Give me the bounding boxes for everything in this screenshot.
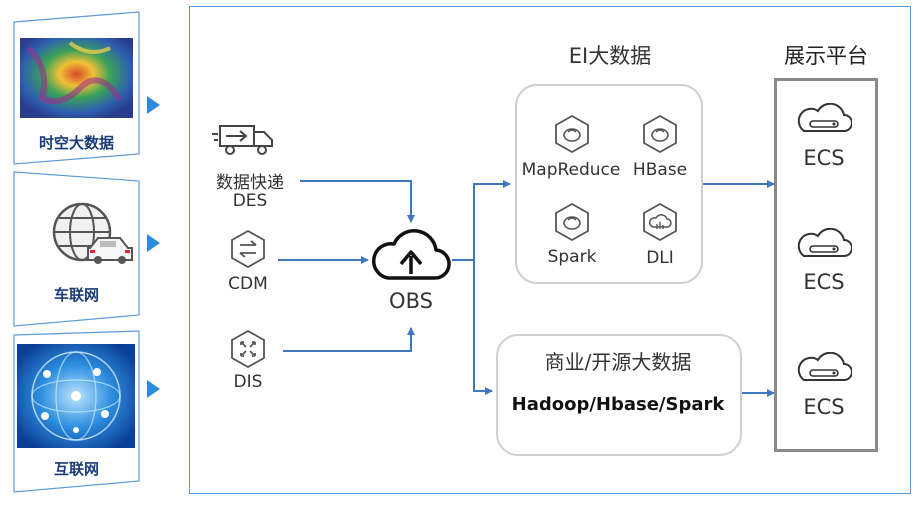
satellite-map-image	[20, 38, 133, 118]
des-label-cn: 数据快递	[216, 173, 284, 193]
cloud-server-icon	[797, 103, 852, 132]
commercial-title: 商业/开源大数据	[544, 350, 692, 374]
cloud-server-icon	[797, 352, 852, 381]
arrow-right-icon	[147, 234, 160, 252]
ei-services-box	[515, 84, 703, 284]
spark-icon	[555, 202, 589, 242]
commercial-bigdata-box	[496, 334, 742, 456]
source-label-internet: 互联网	[53, 460, 99, 478]
obs-label: OBS	[389, 289, 433, 313]
network-globe-image	[17, 344, 135, 448]
cloud-server-icon	[797, 228, 852, 257]
ei-item-mapreduce: MapReduce	[521, 160, 621, 180]
display-platform-box	[774, 78, 878, 452]
ecs-node-3: ECS	[803, 395, 845, 419]
mapreduce-icon	[555, 114, 589, 154]
display-title: 展示平台	[784, 44, 868, 68]
ei-title: EI大数据	[568, 44, 652, 68]
dis-label: DIS	[233, 372, 263, 392]
ei-item-spark: Spark	[547, 247, 597, 267]
source-label-spatial: 时空大数据	[38, 134, 114, 152]
main-frame	[189, 6, 911, 494]
cdm-icon	[231, 230, 265, 268]
globe-car-icon	[52, 202, 133, 264]
ecs-node-1: ECS	[803, 146, 845, 170]
dis-icon	[231, 330, 265, 368]
truck-icon	[212, 125, 273, 155]
arrow-right-icon	[147, 380, 160, 398]
dli-icon	[643, 202, 677, 242]
source-label-iov: 车联网	[53, 286, 99, 304]
cdm-label: CDM	[228, 274, 268, 294]
obs-cloud-upload-icon	[371, 229, 451, 280]
arrow-right-icon	[147, 96, 160, 114]
ei-item-hbase: HBase	[632, 160, 688, 180]
commercial-subtitle: Hadoop/Hbase/Spark	[511, 394, 725, 415]
des-label: DES	[232, 191, 268, 211]
ecs-node-2: ECS	[803, 270, 845, 294]
ei-item-dli: DLI	[646, 248, 674, 268]
hbase-icon	[643, 114, 677, 154]
